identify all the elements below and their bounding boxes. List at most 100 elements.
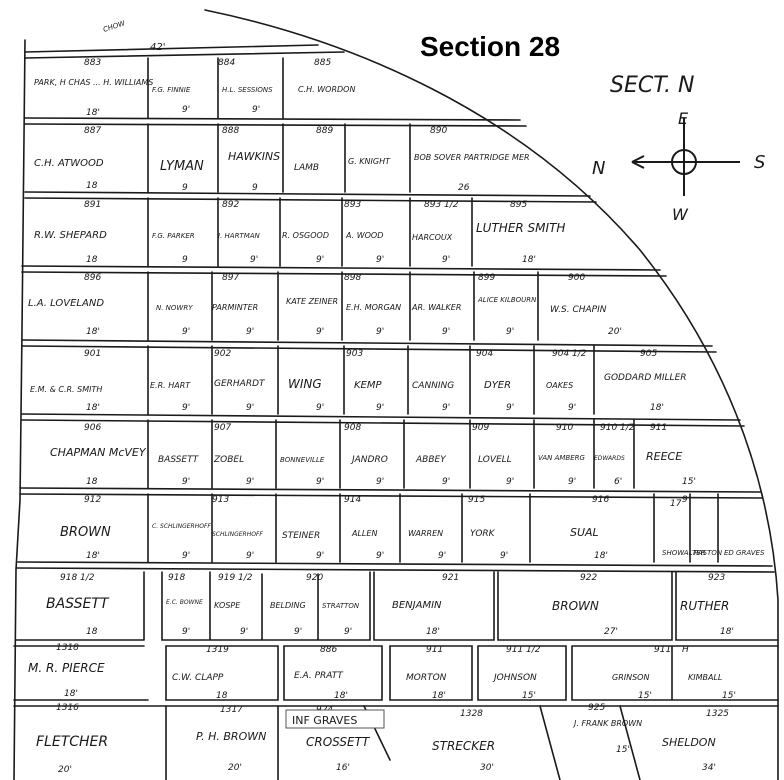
lot-number: 895 (510, 200, 527, 210)
top-edge-line (24, 44, 319, 53)
lot-width: 9' (344, 627, 352, 637)
plot-lines (13, 9, 779, 780)
lot-number: 911 (426, 645, 443, 655)
row6-dividers (147, 419, 635, 489)
lot-owner-name: OAKES (546, 381, 573, 390)
lot-owner-name: ALICE KILBOURN (477, 296, 537, 304)
lot-owner-name: PARK, H CHAS ... H. WILLIAMS (34, 78, 153, 87)
lot-owner-name: HARCOUX (412, 233, 453, 242)
lot-width: 9' (506, 403, 514, 413)
lot-width: 9' (376, 327, 384, 337)
lot-entry: ALICE KILBOURN 9' (477, 296, 537, 337)
lot-width: 18' (720, 627, 734, 637)
lot-number: 890 (430, 126, 447, 136)
lot-owner-name: E.H. MORGAN (346, 303, 401, 312)
lot-owner-name: M. R. PIERCE (28, 661, 105, 675)
lot-owner-name: F.G. FINNIE (152, 86, 191, 94)
lot-owner-name: SHELDON (662, 736, 716, 749)
lot-width: 18 (86, 255, 98, 265)
lot-owner-name: WING (288, 377, 322, 391)
lot-width: 18' (650, 403, 664, 413)
lot-owner-name: STRECKER (432, 739, 495, 753)
lot-number: 900 (568, 273, 585, 283)
lot-width: 9' (376, 255, 384, 265)
lot-owner-name: PARMINTER (212, 303, 258, 312)
lot-entry: E.H. MORGAN 9' (346, 303, 401, 337)
lot-width: 9' (442, 327, 450, 337)
row8-right-boxes (373, 571, 779, 641)
lot-width: 9' (442, 255, 450, 265)
lot-number: 911 (650, 423, 667, 433)
lot-width: 9' (240, 627, 248, 637)
curved-road-boundary (204, 9, 779, 780)
lot-width: 18 (216, 691, 228, 701)
lot-width: 9 (182, 183, 188, 193)
lot-width: 9' (182, 403, 190, 413)
lot-number: 908 (344, 423, 361, 433)
lot-number: 903 (346, 349, 363, 359)
row7-dividers (147, 493, 719, 563)
lot-owner-name: WARREN (408, 529, 443, 538)
lot-owner-name: C.W. CLAPP (172, 673, 224, 683)
lot-owner-name: GERHARDT (214, 379, 266, 389)
lot-number: 886 (320, 645, 337, 655)
lot-width: 18 (86, 477, 98, 487)
row3-bottom-lines (21, 265, 667, 277)
lot-width: 9' (376, 403, 384, 413)
lot-width: 9' (182, 551, 190, 561)
lot-number: 901 (84, 349, 101, 359)
lot-number: 916 (592, 495, 609, 505)
lot-owner-name: BELDING (270, 601, 306, 610)
lot-number: 897 (222, 273, 239, 283)
compass-arrows (631, 118, 740, 196)
lot-owner-name: JOHNSON (492, 673, 537, 683)
row5-bottom-lines (21, 413, 745, 427)
lot-owner-name: LUTHER SMITH (476, 221, 565, 235)
lot-number: 885 (314, 58, 331, 68)
lot-number: 905 (640, 349, 657, 359)
lot-owner-name: VAN AMBERG (538, 454, 585, 462)
lot-width: 9' (506, 327, 514, 337)
lot-width: 9' (568, 477, 576, 487)
lot-width: 9' (316, 551, 324, 561)
lot-number: 889 (316, 126, 333, 136)
lot-owner-name: YORK (470, 529, 496, 539)
lot-number: 921 (442, 573, 459, 583)
lot-width: 15' (638, 691, 652, 701)
section-title: Section 28 (420, 31, 560, 62)
lot-width: 9' (246, 403, 254, 413)
lot-owner-name: L.A. LOVELAND (28, 298, 104, 309)
lot-width: 9' (500, 551, 508, 561)
row3-dividers (147, 197, 473, 267)
lot-owner-name: W.S. CHAPIN (550, 305, 607, 315)
compass-north: N (592, 158, 605, 179)
lot-width: 9' (316, 403, 324, 413)
lot-number: 9 (682, 495, 688, 505)
row1-bottom-line (24, 117, 521, 121)
lot-width: 9' (376, 551, 384, 561)
lot-number: 911 1/2 (506, 645, 541, 655)
row9-morton-box (389, 645, 473, 701)
lot-number: 918 1/2 (60, 573, 95, 583)
lot-number: 17 (670, 499, 682, 509)
lot-owner-name: SCHLINGERHOFF (212, 531, 263, 538)
lot-owner-name: BOB SOVER PARTRIDGE MER (414, 153, 530, 162)
lot-width: 9' (182, 627, 190, 637)
